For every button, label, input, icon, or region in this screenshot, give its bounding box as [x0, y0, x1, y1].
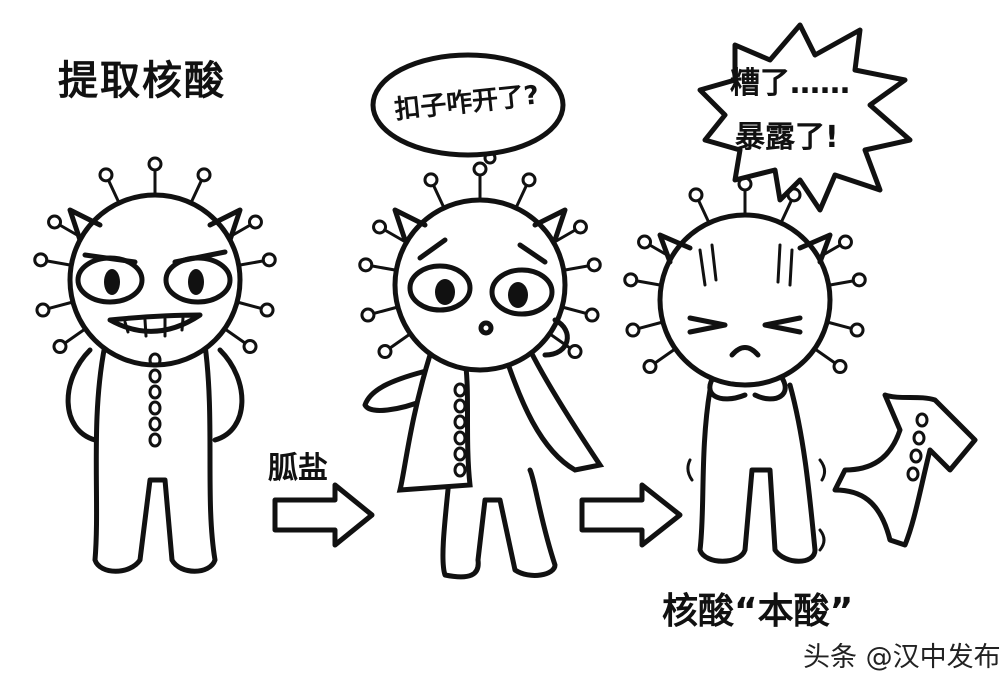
spike — [45, 259, 73, 267]
spike — [237, 259, 265, 267]
spike-tip — [377, 344, 393, 360]
spike — [827, 279, 855, 287]
spike — [107, 178, 121, 205]
button-dot — [148, 416, 162, 432]
spike-tip — [572, 219, 588, 235]
spike — [562, 264, 590, 272]
button-dot — [453, 398, 467, 414]
spike-tip — [52, 339, 68, 355]
spike-tip — [567, 344, 583, 360]
spike — [372, 305, 400, 315]
button-dot — [453, 462, 467, 478]
spike — [47, 300, 75, 310]
button-dot — [909, 448, 923, 464]
spike-tip — [688, 187, 704, 203]
spike — [58, 223, 83, 239]
spike — [388, 332, 412, 350]
spike-tip — [423, 172, 439, 188]
discarded-button-suit — [832, 392, 978, 548]
spike — [825, 320, 853, 330]
spike — [648, 243, 673, 259]
spike-tip — [472, 161, 488, 177]
title-text: 提取核酸 — [58, 58, 226, 104]
spike — [552, 228, 577, 244]
spike — [653, 347, 677, 365]
spike — [514, 183, 528, 210]
spike-tip — [196, 167, 212, 183]
button-dot — [906, 466, 920, 482]
spike-tip — [637, 234, 653, 250]
virus-figure-confident — [65, 192, 245, 574]
button-dot — [912, 430, 926, 446]
shout-bubble — [697, 22, 913, 213]
virus-figure-exposed — [657, 212, 833, 564]
watermark: 头条 @汉中发布 — [803, 642, 1001, 673]
spike — [63, 327, 87, 345]
spike-tip — [623, 272, 639, 288]
spike — [432, 183, 446, 210]
arrow-right-1 — [272, 482, 375, 548]
spike-tip — [33, 252, 49, 268]
spike-tip — [625, 322, 641, 338]
spike-tip — [35, 302, 51, 318]
button-dot — [453, 382, 467, 398]
button-dot — [148, 368, 162, 384]
button-dot — [148, 352, 162, 368]
spike — [813, 347, 837, 365]
spike-tip — [849, 322, 865, 338]
spike-tip — [642, 359, 658, 375]
spike-tip — [837, 234, 853, 250]
shout-bubble-line2: 暴露了! — [735, 120, 839, 155]
spike-tip — [47, 214, 63, 230]
spike — [227, 223, 252, 239]
spike-tip — [247, 214, 263, 230]
spike — [697, 198, 711, 225]
spike — [817, 243, 842, 259]
button-dot — [453, 430, 467, 446]
spike-tip — [832, 359, 848, 375]
spike-tip — [358, 257, 374, 273]
thought-bubble — [370, 52, 566, 158]
spike — [548, 332, 572, 350]
caption-text: 核酸“本酸” — [662, 591, 854, 632]
spike-tip — [786, 187, 802, 203]
spike-tip — [261, 252, 277, 268]
spike-tip — [242, 339, 258, 355]
button-dot — [148, 400, 162, 416]
spike — [383, 228, 408, 244]
arrow-label: 胍盐 — [268, 451, 328, 486]
spike-tip — [851, 272, 867, 288]
button-dot — [915, 412, 929, 428]
spike-tip — [586, 257, 602, 273]
spike — [560, 305, 588, 315]
spike-tip — [360, 307, 376, 323]
button-dot — [453, 414, 467, 430]
spike-tip — [147, 156, 163, 172]
spike — [223, 327, 247, 345]
button-dot — [453, 446, 467, 462]
spike-tip — [372, 219, 388, 235]
spike — [370, 264, 398, 272]
spike-tip — [584, 307, 600, 323]
spike — [189, 178, 203, 205]
spike-tip — [98, 167, 114, 183]
spike-tip — [259, 302, 275, 318]
spike — [235, 300, 263, 310]
button-dot — [148, 384, 162, 400]
button-dot — [148, 432, 162, 448]
spike-tip — [521, 172, 537, 188]
spike-tip — [737, 176, 753, 192]
arrow-right-2 — [579, 482, 683, 548]
spike — [635, 279, 663, 287]
spike — [779, 198, 793, 225]
virus-figure-worried — [362, 197, 605, 580]
spike — [637, 320, 665, 330]
shout-bubble-line1: 糟了…… — [730, 66, 850, 101]
